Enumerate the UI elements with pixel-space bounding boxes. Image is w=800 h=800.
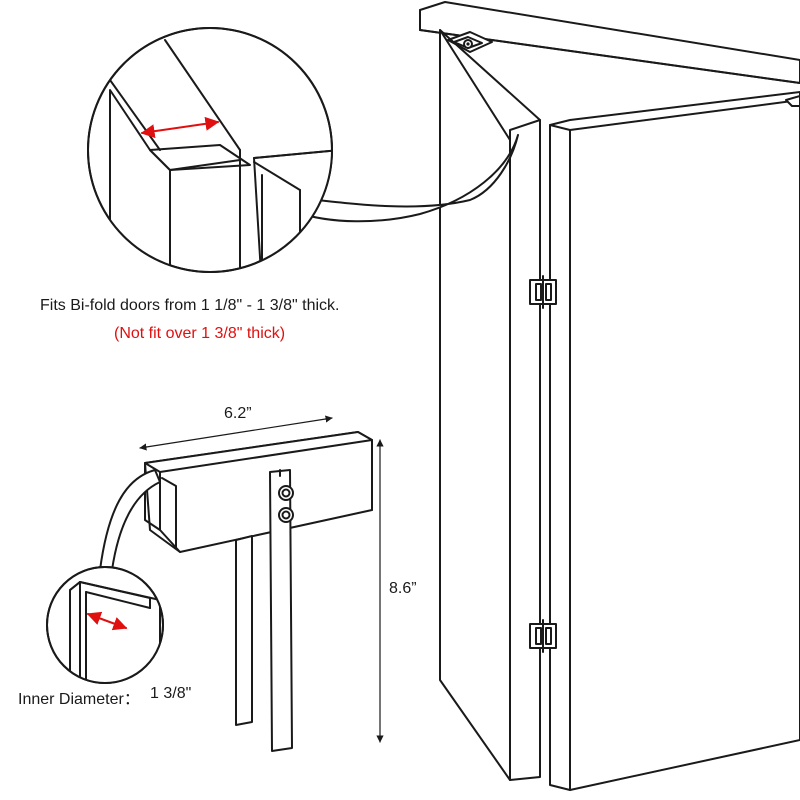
inner-diameter-arrow bbox=[86, 611, 128, 631]
bracket-hardware bbox=[139, 415, 384, 752]
width-label: 6.2” bbox=[224, 405, 252, 422]
hinge-icon bbox=[529, 619, 557, 653]
top-pivot-bracket bbox=[447, 31, 493, 53]
door-panel-left bbox=[439, 29, 511, 781]
inner-diameter-label: Inner Diameter： bbox=[18, 691, 140, 708]
top-pivot-cap bbox=[785, 95, 800, 107]
inner-diameter-value: 1 3/8" bbox=[150, 685, 192, 702]
magnifier-callout-bottom bbox=[46, 469, 164, 684]
door-panel-right bbox=[549, 91, 800, 791]
callout-leader bbox=[295, 134, 519, 223]
width-dimension-arrow bbox=[139, 415, 333, 451]
thickness-arrow bbox=[140, 116, 220, 139]
fit-note: Fits Bi-fold doors from 1 1/8" - 1 3/8" … bbox=[40, 297, 340, 314]
warning-note: (Not fit over 1 3/8" thick) bbox=[114, 325, 286, 342]
hinge-icon bbox=[529, 275, 557, 309]
bolt-icon bbox=[278, 507, 294, 523]
height-label: 8.6” bbox=[389, 580, 417, 597]
bifold-door-assembly bbox=[419, 1, 800, 791]
bolt-icon bbox=[278, 485, 294, 501]
